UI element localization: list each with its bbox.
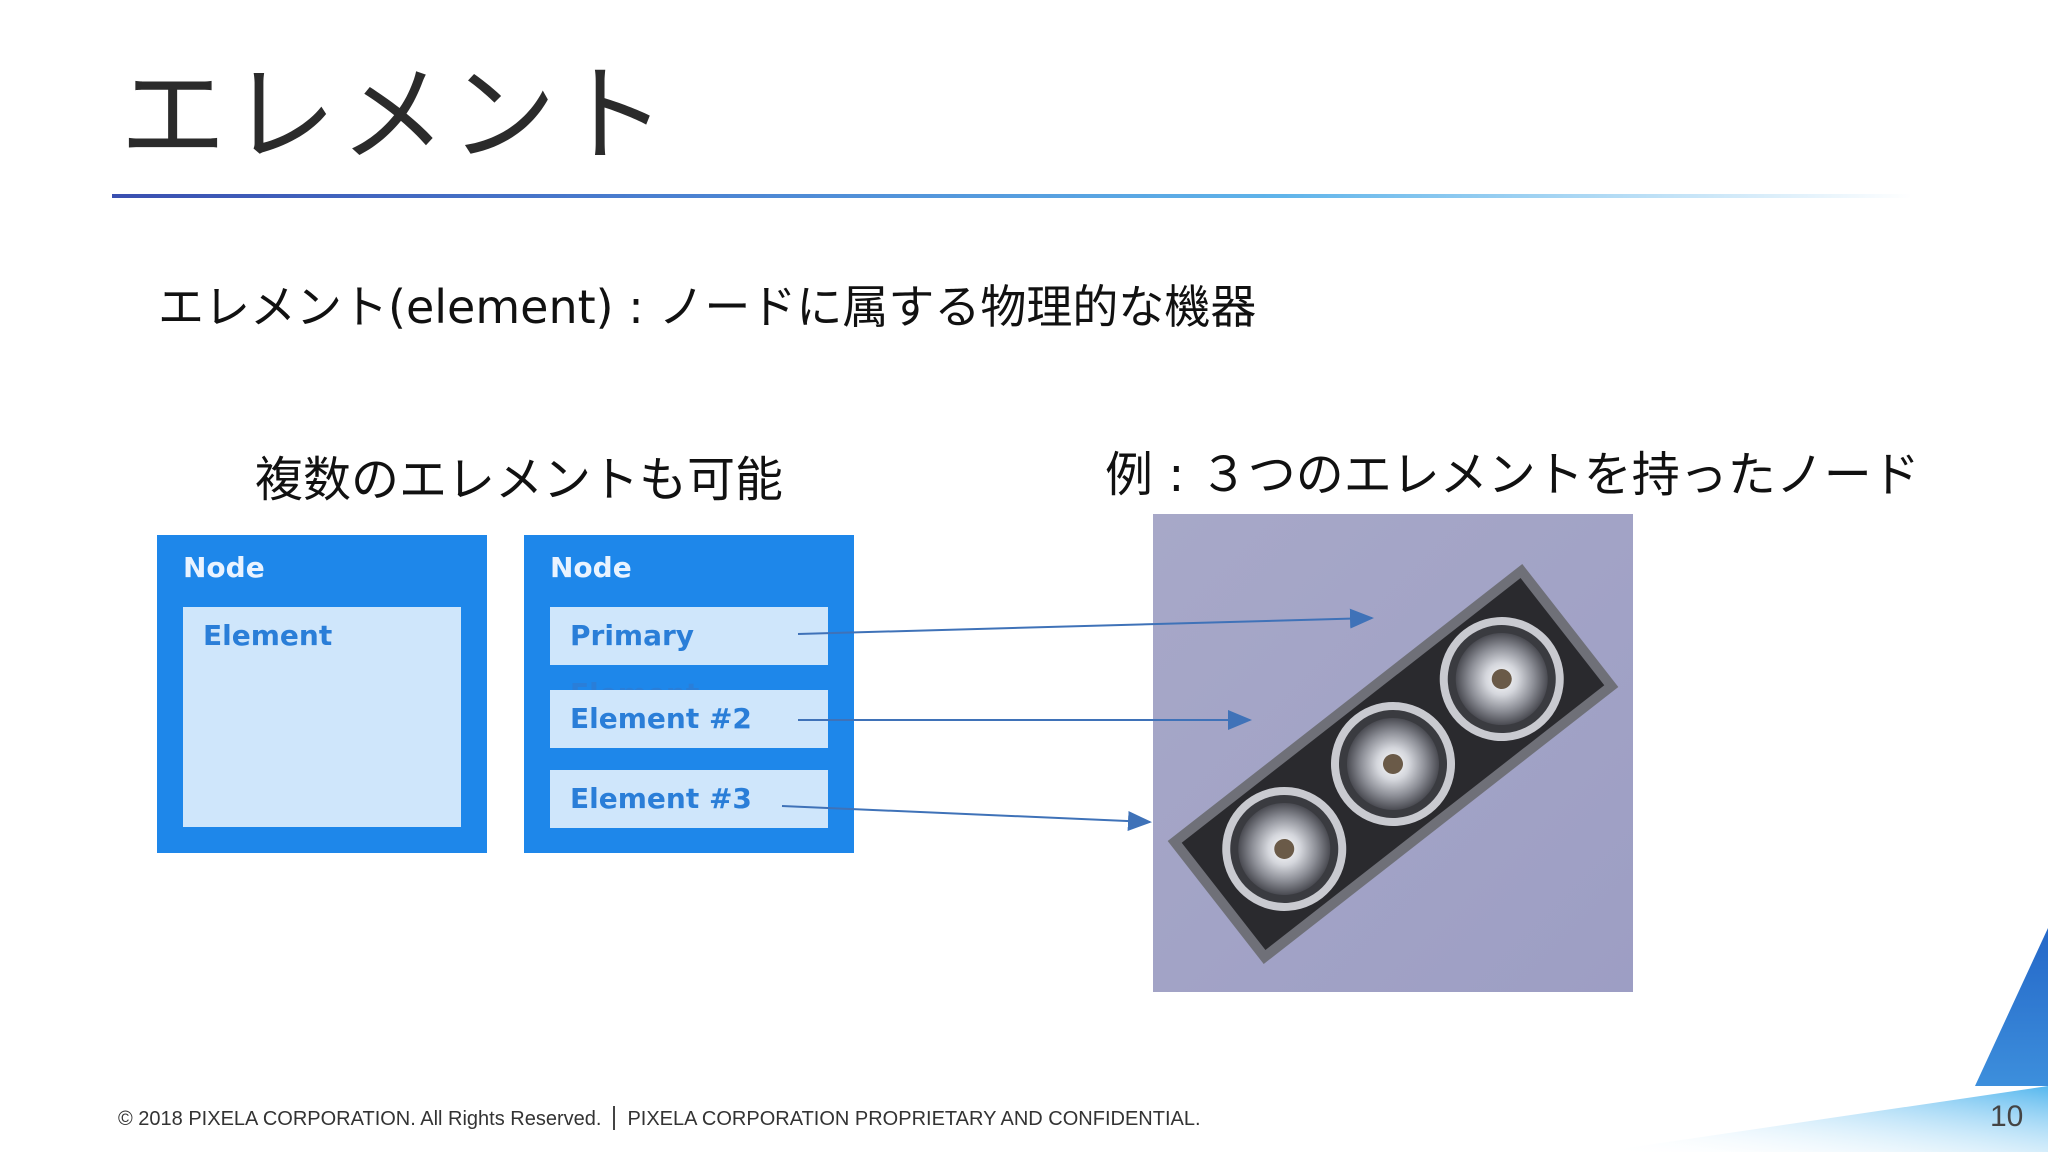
node-multiple-elements: Node Primary Element Element #2 Element … [524,535,854,853]
lamp-1 [1222,786,1347,911]
lamp-2 [1331,702,1455,826]
node-single-element: Node Element [157,535,487,853]
node-label: Node [550,551,632,584]
primary-element-box: Primary Element [550,607,828,710]
light-fixture-photo [1153,514,1633,992]
footer: © 2018 PIXELA CORPORATION. All Rights Re… [118,1106,1201,1131]
slide-title: エレメント [120,54,670,177]
lamp-3 [1439,617,1564,742]
title-divider [112,194,1912,198]
node-label: Node [183,551,265,584]
left-heading: 複数のエレメントも可能 [255,452,784,508]
copyright-text: © 2018 PIXELA CORPORATION. All Rights Re… [118,1108,602,1130]
page-number: 10 [1990,1100,2024,1133]
definition-text: エレメント(element) : ノードに属する物理的な機器 [158,280,1257,334]
element-3-box: Element #3 [550,770,828,828]
footer-separator [613,1106,616,1130]
element-box: Element [183,607,461,827]
confidential-text: PIXELA CORPORATION PROPRIETARY AND CONFI… [627,1108,1201,1130]
element-2-box: Element #2 [550,690,828,748]
right-heading: 例 : ３つのエレメントを持ったノード [1105,447,1920,503]
